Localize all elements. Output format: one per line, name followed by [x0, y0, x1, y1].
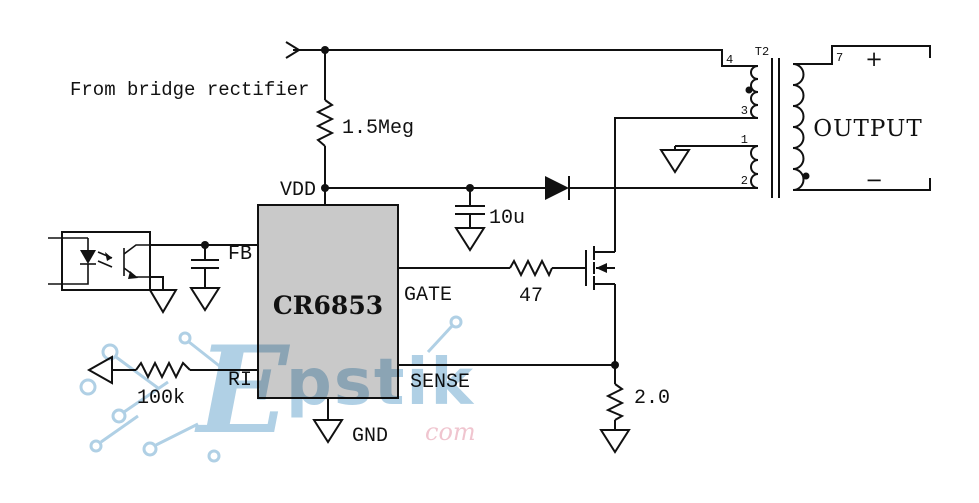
output-minus-label: −: [865, 168, 883, 192]
pin7-label: 7: [836, 51, 843, 65]
light-arrowhead-icon: [105, 252, 112, 261]
vdd-capacitor: 10u: [454, 188, 525, 252]
watermark-trace-icon: [188, 340, 223, 370]
top-rail-wire: [293, 49, 758, 67]
gate-network: GATE 47: [398, 258, 586, 308]
fb-network: FB: [48, 231, 258, 314]
opto-led-icon: [80, 250, 96, 264]
watermark-text: pstik: [286, 346, 475, 420]
phase-dot-icon: [745, 86, 753, 94]
pin2-label: 2: [741, 174, 748, 188]
vdd-line: VDD: [280, 179, 545, 202]
ground-icon: [659, 149, 691, 174]
output-label: OUTPUT: [813, 116, 922, 142]
resistor-zigzag-icon: [315, 99, 335, 147]
watermark: E pstik com: [79, 315, 476, 463]
gate-pin-label: GATE: [404, 284, 452, 307]
opto-ground-wire: [150, 276, 164, 290]
ground-icon: [454, 227, 486, 252]
output-plus-label: +: [865, 47, 883, 71]
output-minus-wire: [793, 178, 931, 191]
watermark-letter: E: [194, 320, 290, 461]
watermark-trace-icon: [123, 380, 169, 414]
watermark-trace-icon: [155, 422, 199, 447]
sense-network: SENSE 2.0: [398, 361, 670, 454]
ri-network: RI 100k: [86, 355, 258, 410]
primary-winding-icon: [750, 65, 759, 119]
watermark-node-icon: [111, 408, 127, 424]
primary-drain-wire: [614, 117, 758, 252]
secondary-winding-icon: [792, 63, 805, 191]
resistor-zigzag-icon: [135, 360, 191, 380]
watermark-suffix: com: [425, 418, 476, 446]
sense-resistor-label: 2.0: [634, 387, 670, 410]
ri-pin-label: RI: [228, 369, 252, 392]
source-label: From bridge rectifier: [70, 79, 309, 101]
watermark-node-icon: [89, 439, 103, 453]
gnd-pin: GND: [312, 398, 388, 448]
fb-pin-label: FB: [228, 243, 252, 266]
vdd-node-dot: [321, 184, 329, 192]
watermark-node-icon: [207, 449, 221, 463]
startup-resistor: 1.5Meg: [315, 50, 414, 205]
opto-cathode-wire: [48, 264, 89, 285]
mosfet-arrow-icon: [596, 263, 607, 273]
watermark-node-icon: [178, 331, 192, 345]
watermark-trace-icon: [100, 414, 139, 444]
vdd-pin-label: VDD: [280, 179, 316, 202]
opto-body: [61, 231, 151, 291]
transformer-name-label: T2: [755, 45, 769, 59]
resistor-zigzag-icon: [509, 258, 553, 278]
mosfet: [585, 246, 616, 365]
fb-capacitor: [189, 245, 221, 312]
sense-pin-label: SENSE: [410, 371, 470, 394]
aux-winding-icon: [750, 145, 759, 189]
ground-icon: [599, 429, 631, 454]
light-arrow-icon: [97, 260, 113, 268]
ground-left-icon: [86, 355, 113, 385]
ground-icon: [312, 419, 344, 444]
vdd-diode: [545, 176, 758, 200]
emitter-arrow-icon: [128, 271, 138, 279]
vdd-cap-label: 10u: [489, 207, 525, 230]
watermark-node-icon: [142, 441, 158, 457]
transformer: T2 4 3 1 2 7 + − OUTPUT: [614, 45, 931, 252]
watermark-trace-icon: [115, 355, 159, 390]
optocoupler: [48, 231, 151, 291]
watermark-node-icon: [449, 315, 463, 329]
opto-collector-wire: [123, 244, 150, 255]
gnd-pin-label: GND: [352, 425, 388, 448]
ground-icon: [189, 287, 221, 312]
ground-icon: [148, 289, 178, 314]
diode-icon: [545, 176, 569, 200]
pin1-label: 1: [741, 133, 748, 147]
watermark-trace-icon: [426, 324, 454, 354]
ic-label: CR6853: [273, 291, 383, 320]
pin3-label: 3: [741, 104, 748, 118]
gate-resistor-label: 47: [519, 285, 543, 308]
phase-dot-icon: [802, 172, 810, 180]
watermark-node-icon: [79, 378, 97, 396]
watermark-node-icon: [101, 343, 119, 361]
output-plus-wire: [793, 45, 931, 65]
input-rail: From bridge rectifier: [70, 41, 758, 101]
startup-resistor-label: 1.5Meg: [342, 117, 414, 140]
resistor-zigzag-icon: [605, 383, 625, 421]
ri-resistor-label: 100k: [137, 387, 185, 410]
pin4-label: 4: [726, 53, 733, 67]
